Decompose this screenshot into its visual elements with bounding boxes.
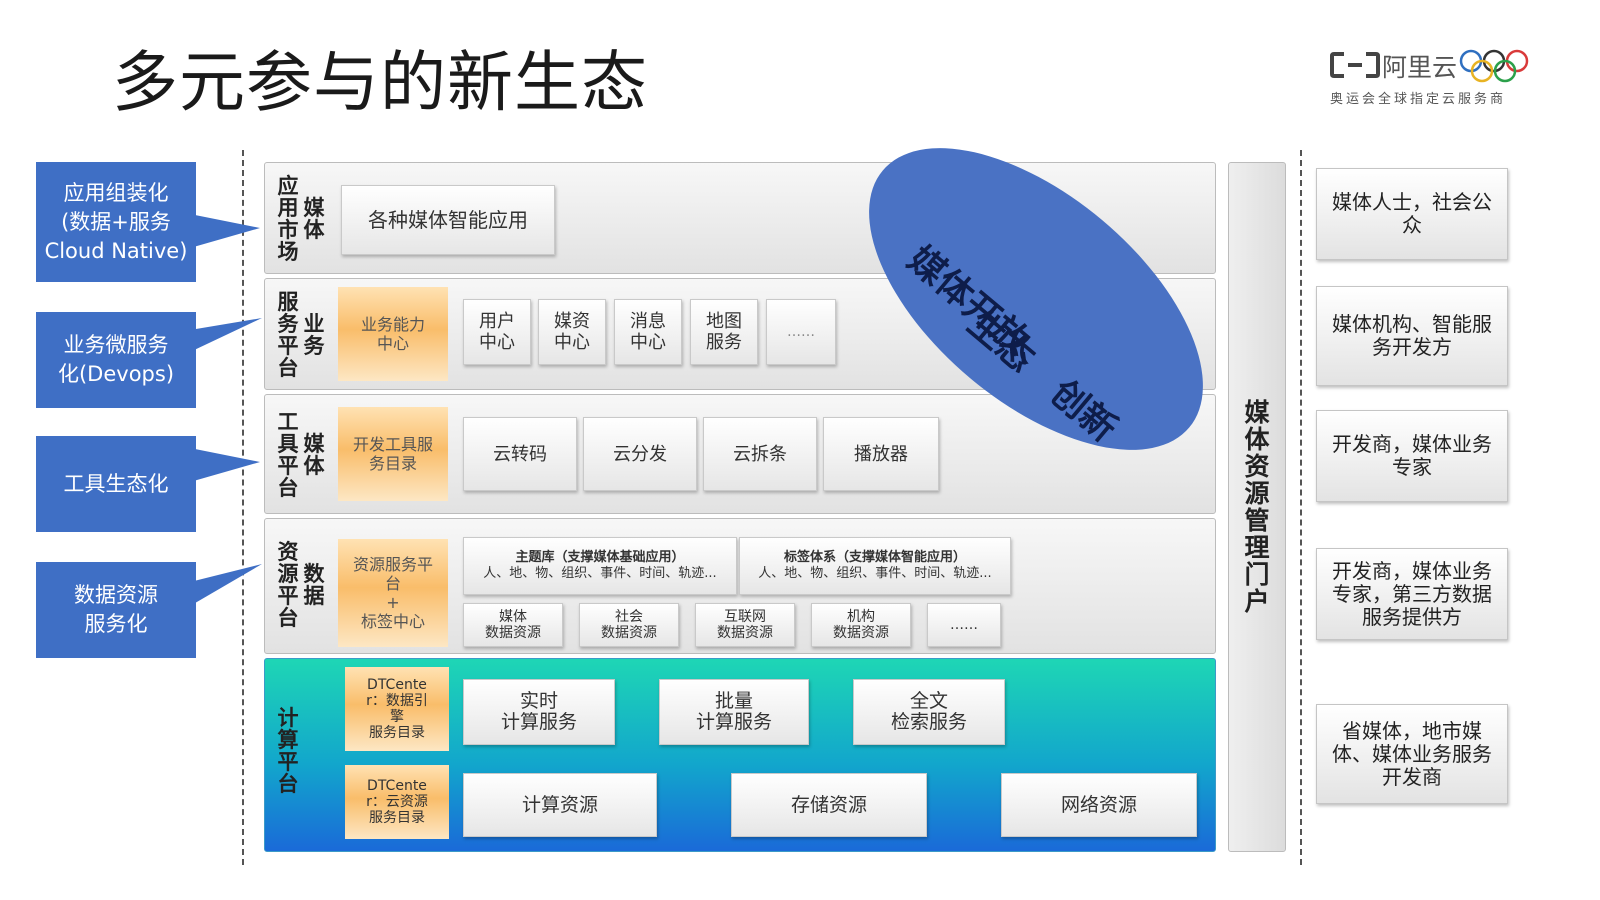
network-resource[interactable]: 网络资源 [1001,773,1197,837]
data-resource-item[interactable]: 机构 数据资源 [811,603,911,647]
layer-resource: 资源平台 数据 资源服务平 台 + 标签中心 主题库（支撑媒体基础应用） 人、地… [264,518,1216,654]
left-divider [242,150,244,865]
media-resource-portal[interactable]: 媒体资源管理门户 [1228,162,1286,852]
layer-label: 媒体 [303,432,325,478]
business-item[interactable]: 地图 服务 [690,299,758,365]
callout-pointer [190,448,260,482]
tool-item[interactable]: 云转码 [463,417,577,491]
business-item[interactable]: 消息 中心 [614,299,682,365]
tag-system-sub: 人、地、物、组织、事件、时间、轨迹... [758,566,992,581]
tag-system-title: 标签体系（支撑媒体智能应用） [783,550,966,565]
layer-label: 计算平台 [277,706,299,796]
layer-compute: 计算平台 DTCente r：数据引 擎 服务目录 DTCente r：云资源 … [264,658,1216,852]
layer-label: 服务平台 [277,290,299,380]
tool-item[interactable]: 播放器 [823,417,939,491]
callout-pointer [190,564,262,606]
data-resource-item[interactable]: 社会 数据资源 [579,603,679,647]
dev-tools-catalog: 开发工具服 务目录 [338,407,448,501]
dtcenter-data-engine: DTCente r：数据引 擎 服务目录 [345,667,449,751]
tool-item[interactable]: 云分发 [583,417,697,491]
logo-brand: 阿里云 [1382,53,1458,82]
participant-box: 媒体机构、智能服 务开发方 [1316,286,1508,386]
layer-label: 应用市场 [277,174,299,264]
compute-service[interactable]: 批量 计算服务 [659,679,809,745]
callout-microservice: 业务微服务 化(Devops) [36,312,196,408]
olympic-rings-icon [1459,49,1529,83]
business-item[interactable]: 媒资 中心 [538,299,606,365]
tag-system[interactable]: 标签体系（支撑媒体智能应用） 人、地、物、组织、事件、时间、轨迹... [739,537,1011,595]
callout-pointer [190,318,262,352]
tool-item[interactable]: 云拆条 [703,417,817,491]
layer-label: 业务 [303,312,325,358]
resource-service-platform: 资源服务平 台 + 标签中心 [338,539,448,647]
data-resource-item[interactable]: 媒体 数据资源 [463,603,563,647]
callout-data-resource: 数据资源 服务化 [36,562,196,658]
participant-box: 媒体人士，社会公 众 [1316,168,1508,260]
portal-label: 媒体资源管理门户 [1244,398,1270,616]
business-item[interactable]: 用户 中心 [463,299,531,365]
participant-box: 开发商，媒体业务 专家 [1316,410,1508,502]
layer-label: 资源平台 [277,540,299,630]
callout-pointer [190,214,260,248]
layer-label: 媒体 [303,196,325,242]
compute-service[interactable]: 实时 计算服务 [463,679,615,745]
logo-tagline: 奥运会全球指定云服务商 [1330,92,1507,107]
app-item[interactable]: 各种媒体智能应用 [341,185,555,255]
layer-label: 工具平台 [277,410,299,500]
compute-resource[interactable]: 计算资源 [463,773,657,837]
topic-library-sub: 人、地、物、组织、事件、时间、轨迹... [483,566,717,581]
callout-tools: 工具生态化 [36,436,196,532]
topic-library-title: 主题库（支撑媒体基础应用） [515,550,685,565]
business-item-more[interactable]: …… [766,299,836,365]
business-capability-center: 业务能力 中心 [338,287,448,381]
participant-box: 省媒体，地市媒 体、媒体业务服务 开发商 [1316,704,1508,804]
page-title: 多元参与的新生态 [112,44,648,121]
aliyun-bracket-icon [1330,52,1380,78]
participant-box: 开发商，媒体业务 专家，第三方数据 服务提供方 [1316,548,1508,640]
right-divider [1300,150,1302,865]
data-resource-more[interactable]: …… [927,603,1001,647]
compute-service[interactable]: 全文 检索服务 [853,679,1005,745]
storage-resource[interactable]: 存储资源 [731,773,927,837]
callout-app-assembly: 应用组装化 (数据+服务 Cloud Native) [36,162,196,282]
aliyun-logo: 阿里云 奥运会全球指定云服务商 [1330,44,1570,114]
data-resource-item[interactable]: 互联网 数据资源 [695,603,795,647]
dtcenter-cloud-resource: DTCente r：云资源 服务目录 [345,765,449,839]
layer-label: 数据 [303,562,325,608]
topic-library[interactable]: 主题库（支撑媒体基础应用） 人、地、物、组织、事件、时间、轨迹... [463,537,737,595]
